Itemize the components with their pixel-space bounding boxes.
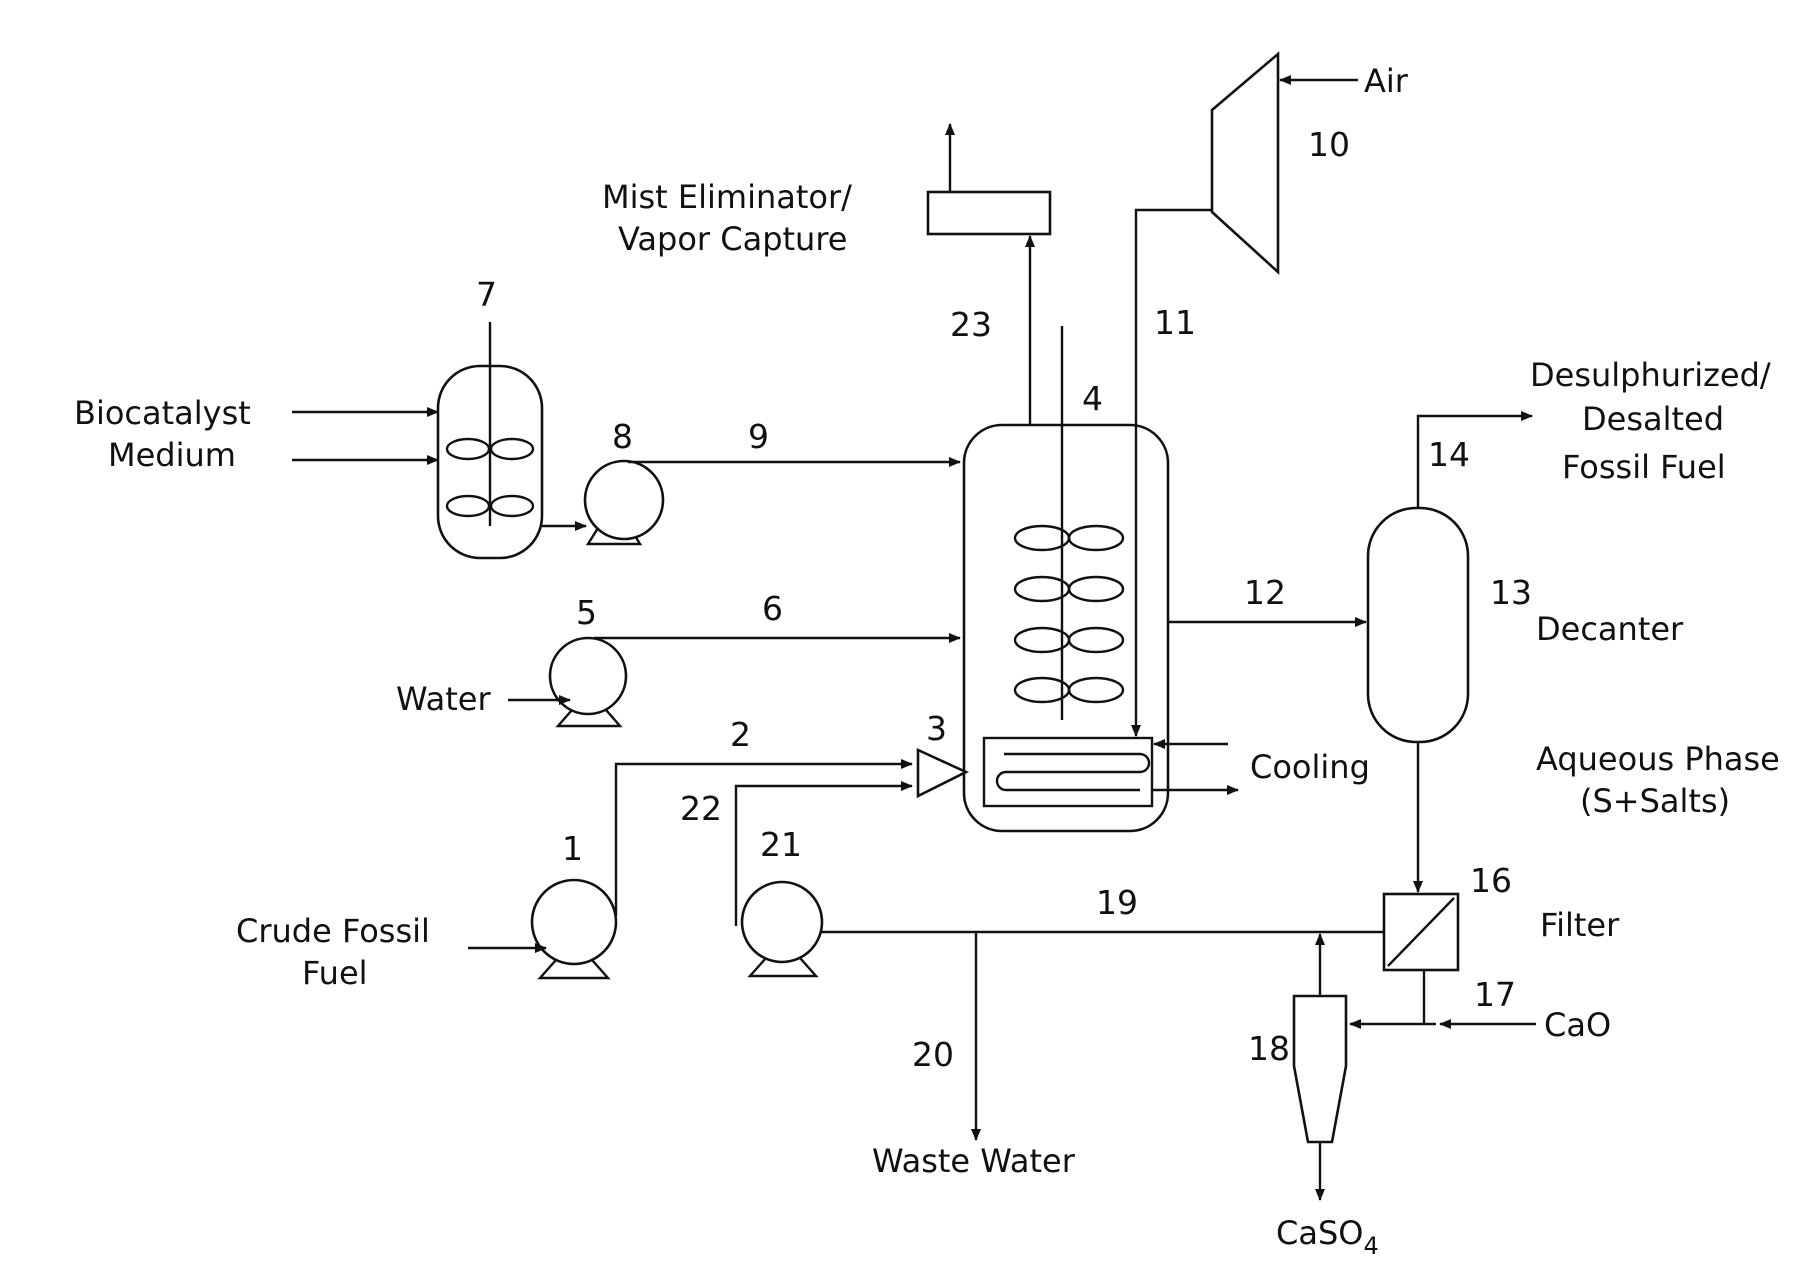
label-num-10: 10 [1308,125,1350,164]
label-num-5: 5 [576,593,597,632]
filter-16 [1384,894,1458,970]
air-compressor [1212,54,1278,272]
pump-5 [550,638,626,726]
label-num-21: 21 [760,825,802,864]
cyclone-18 [1294,996,1346,1142]
label-water: Water [396,680,491,718]
label-s-salts: (S+Salts) [1580,782,1730,820]
label-caso4-main: CaSO [1276,1214,1363,1252]
label-aqueous-phase: Aqueous Phase [1536,740,1780,778]
label-medium: Medium [108,436,236,474]
label-cao: CaO [1544,1006,1611,1044]
label-num-18: 18 [1248,1029,1290,1068]
label-num-3: 3 [926,709,947,748]
label-vapor-capture: Vapor Capture [618,220,847,258]
label-biocatalyst: Biocatalyst [74,394,251,432]
label-caso4-subscript: 4 [1363,1232,1378,1260]
label-num-1: 1 [562,829,583,868]
label-num-13: 13 [1490,573,1532,612]
mixer-3 [918,750,966,796]
pump-21 [742,882,822,976]
label-num-20: 20 [912,1035,954,1074]
label-num-9: 9 [748,417,769,456]
label-num-22: 22 [680,789,722,828]
label-num-6: 6 [762,589,783,628]
label-num-19: 19 [1096,883,1138,922]
label-num-2: 2 [730,715,751,754]
pump-8 [585,461,663,544]
label-num-14: 14 [1428,435,1470,474]
label-desalted: Desalted [1582,400,1724,438]
label-num-16: 16 [1470,861,1512,900]
label-caso4: CaSO4 [1276,1214,1379,1260]
label-desulphurized: Desulphurized/ [1530,356,1771,394]
label-num-7: 7 [476,275,497,314]
label-num-4: 4 [1082,379,1103,418]
biocatalyst-vessel [438,322,542,558]
label-num-23: 23 [950,305,992,344]
label-decanter: Decanter [1536,610,1684,648]
decanter-13 [1368,508,1468,742]
label-filter: Filter [1540,906,1620,944]
pump-1 [532,880,616,978]
label-num-11: 11 [1154,303,1196,342]
label-fuel: Fuel [302,954,368,992]
label-crude-fossil: Crude Fossil [236,912,430,950]
label-mist-eliminator: Mist Eliminator/ [602,178,852,216]
label-num-17: 17 [1474,975,1516,1014]
label-num-12: 12 [1244,573,1286,612]
label-num-8: 8 [612,417,633,456]
label-waste-water: Waste Water [872,1142,1076,1180]
label-cooling: Cooling [1250,748,1370,786]
label-fossil-fuel: Fossil Fuel [1562,448,1726,486]
mist-eliminator [928,192,1050,234]
bioreactor-4 [964,326,1168,831]
label-air: Air [1364,62,1409,100]
